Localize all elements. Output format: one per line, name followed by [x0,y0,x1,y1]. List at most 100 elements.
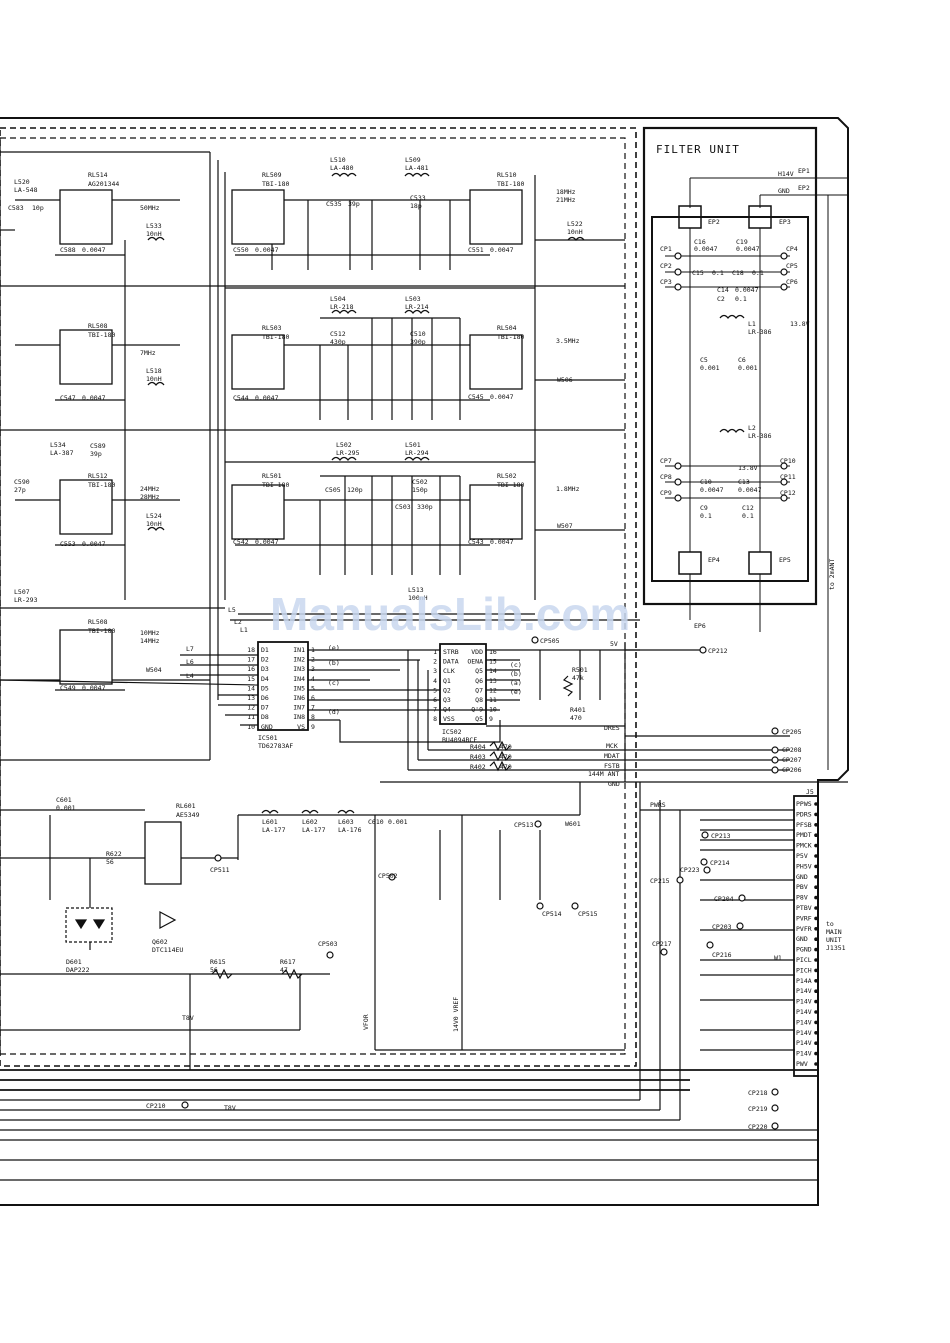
l503-ref: L503 [405,295,421,303]
c589-ref: C589 [90,442,106,450]
cp212-point [699,646,707,654]
r617-val: 47 [280,966,288,974]
c503-val: 330p [417,503,433,511]
c510-ref: C510 [410,330,426,338]
c18-ref: C18 [732,269,744,277]
ic501-pin-10: GND [261,723,273,731]
rl504-part: TBI-180 [497,333,524,341]
cp4-label: CP4 [786,245,798,253]
ic501-pinnum-12: 12 [247,704,255,712]
c550-ref: C550 [233,246,249,254]
j5-pin-17: PICH [796,966,812,974]
cp8-label: CP8 [660,473,672,481]
j5-pin-1: PPWS [796,800,812,808]
c588-val: 0.0047 [82,246,106,254]
ic501-pin-9: VS [297,723,305,731]
l524-ref: L524 [146,512,162,520]
l524-val: 10nH [146,520,162,528]
cp2-label: CP2 [660,262,672,270]
c547-ref: C547 [60,394,76,402]
cp502-label: CP502 [378,872,398,880]
c13-val: 0.0047 [738,486,762,494]
cp204-point [738,894,746,902]
c9-val: 0.1 [700,512,712,520]
cp514-label: CP514 [542,910,562,918]
ic501-pin-17: D2 [261,656,269,664]
j5-pin-12: PVRF [796,914,812,922]
l534-ref: L534 [50,441,66,449]
j5-pin-dot-3 [814,823,818,827]
ic502-pin-9: Q5 [475,715,483,723]
relay-rl509 [231,189,285,245]
net-l2: L2 [234,618,242,626]
ic502-pinnum-4: 4 [433,677,437,685]
sig-5v: 5V [610,640,618,648]
rl601-part: AE5349 [176,811,200,819]
ic502-pinnum-3: 3 [433,667,437,675]
band-24mhz: 24MHz [140,485,160,493]
r615-val: 56 [210,966,218,974]
cp216-label: CP216 [712,951,732,959]
net-l1: L1 [240,626,248,634]
band-21mhz: 21MHz [556,196,576,204]
l534-val: LA-387 [50,449,74,457]
l601-val: LA-177 [262,826,286,834]
r402-val: 470 [500,763,512,771]
l520-ref: L520 [14,178,30,186]
c512-val: 430p [330,338,346,346]
sig-gnd: GND [608,780,620,788]
c13-ref: C13 [738,478,750,486]
cp207-point [771,756,779,764]
l533-ref: L533 [146,222,162,230]
h14v-label: H14V [778,170,794,178]
ic502-pin-2: DATA [443,658,459,666]
c9-ref: C9 [700,504,708,512]
ic502-pinnum-13: 13 [489,677,497,685]
j5-pin-18: P14A [796,977,812,985]
signal-labels: 5V DRES MCK MDAT FSTB 144M ANT GND PWRS … [182,640,666,1112]
ic501-pinnum-13: 13 [247,694,255,702]
band-10mhz: 10MHz [140,629,160,637]
cp3-label: CP3 [660,278,672,286]
j5-pin-10: P8V [796,894,808,902]
j5-pin-dot-1 [814,802,818,806]
ic501-pinnum-10: 10 [247,723,255,731]
r401-val: 470 [570,714,582,722]
cp9-point [674,494,682,502]
c549-ref: C549 [60,684,76,692]
ic501-pin-5: IN5 [293,684,305,692]
cp218-label: CP218 [748,1089,768,1097]
j5-pin-dot-6 [814,854,818,858]
net-b: (b) [328,659,340,667]
cp206-label: CP206 [782,766,802,774]
band-28mhz: 28MHz [140,493,160,501]
c14-val: 0.0047 [735,286,759,294]
j5-pin-dot-4 [814,833,818,837]
ic501-pin-12: D7 [261,704,269,712]
l518-ref: L518 [146,367,162,375]
cp223-point [703,866,711,874]
l601-ref: L601 [262,818,278,826]
net-w506: W506 [557,376,573,384]
ic501-pin-11: D8 [261,713,269,721]
c545-val: 0.0047 [490,393,514,401]
cp1-point [674,252,682,260]
j5-pin-14: GND [796,935,808,943]
cp220-label: CP220 [748,1123,768,1131]
ic502-pin-3: CLK [443,667,455,675]
l2-val: LR-386 [748,432,772,440]
j5-pin-21: P14V [796,1008,812,1016]
ic502-pinnum-16: 16 [489,648,497,656]
relay-rl501 [231,484,285,540]
rl514-ref: RL514 [88,171,108,179]
ic501-pinnum-5: 5 [311,684,315,692]
relay-rl514 [59,189,113,245]
ic501-part: TD62783AF [258,742,293,750]
cp214-point [700,858,708,866]
j5-pin-dot-18 [814,979,818,983]
ic502-pin-8: VSS [443,715,455,723]
ic-interconnect [0,642,848,783]
net-l4: L4 [186,672,194,680]
c18-val: 0.1 [752,269,764,277]
rl601-ref: RL601 [176,802,196,810]
